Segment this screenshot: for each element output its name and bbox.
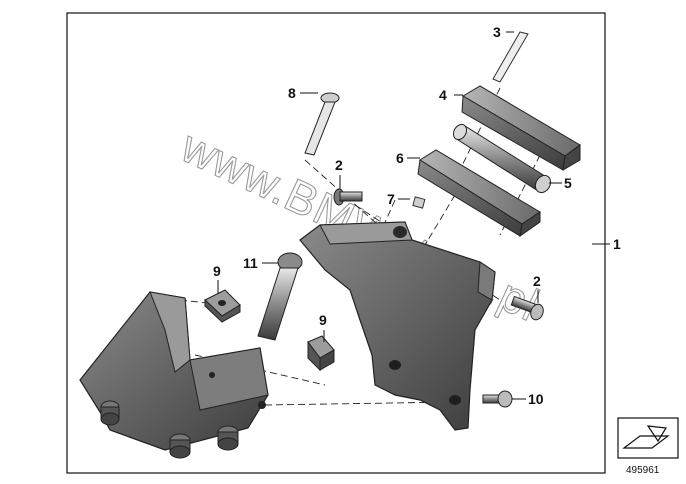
callout-10: 10 (528, 391, 544, 407)
callout-5: 5 (564, 175, 572, 191)
callout-9-upper: 9 (213, 263, 221, 279)
callout-9-lower: 9 (319, 312, 327, 328)
callout-6: 6 (396, 150, 404, 166)
part-9-nut-lower (307, 335, 335, 372)
callout-2-right: 2 (533, 273, 541, 289)
holder-studs (100, 400, 239, 459)
lower-holder (79, 291, 269, 459)
part-9-nut-upper (204, 289, 241, 323)
part-3-bolt (492, 31, 529, 83)
leader-lines (217, 31, 610, 400)
part-5-sleeve (452, 123, 552, 194)
callout-4: 4 (439, 87, 447, 103)
diagram-frame (66, 12, 606, 474)
callout-2-upper: 2 (335, 157, 343, 173)
part-7-pin (412, 196, 426, 209)
callout-1: 1 (613, 236, 621, 252)
callout-7: 7 (387, 191, 395, 207)
callout-3: 3 (493, 24, 501, 40)
callout-labels: 3 4 8 2 6 5 7 1 11 2 9 9 10 (213, 24, 621, 407)
next-page-arrow-icon[interactable] (617, 417, 679, 459)
part-2-screw-right (510, 295, 544, 321)
callout-8: 8 (288, 85, 296, 101)
part-11-screw (257, 252, 303, 341)
part-10-screw (482, 390, 513, 408)
part-4-upper-clamp (461, 85, 581, 171)
part-6-lower-clamp (417, 149, 541, 238)
diagram-number: 495961 (626, 465, 660, 476)
callout-11: 11 (243, 255, 258, 271)
part-1-bracket (299, 221, 496, 431)
part-2-screw-upper (333, 188, 363, 206)
part-8-bolt (304, 92, 340, 156)
